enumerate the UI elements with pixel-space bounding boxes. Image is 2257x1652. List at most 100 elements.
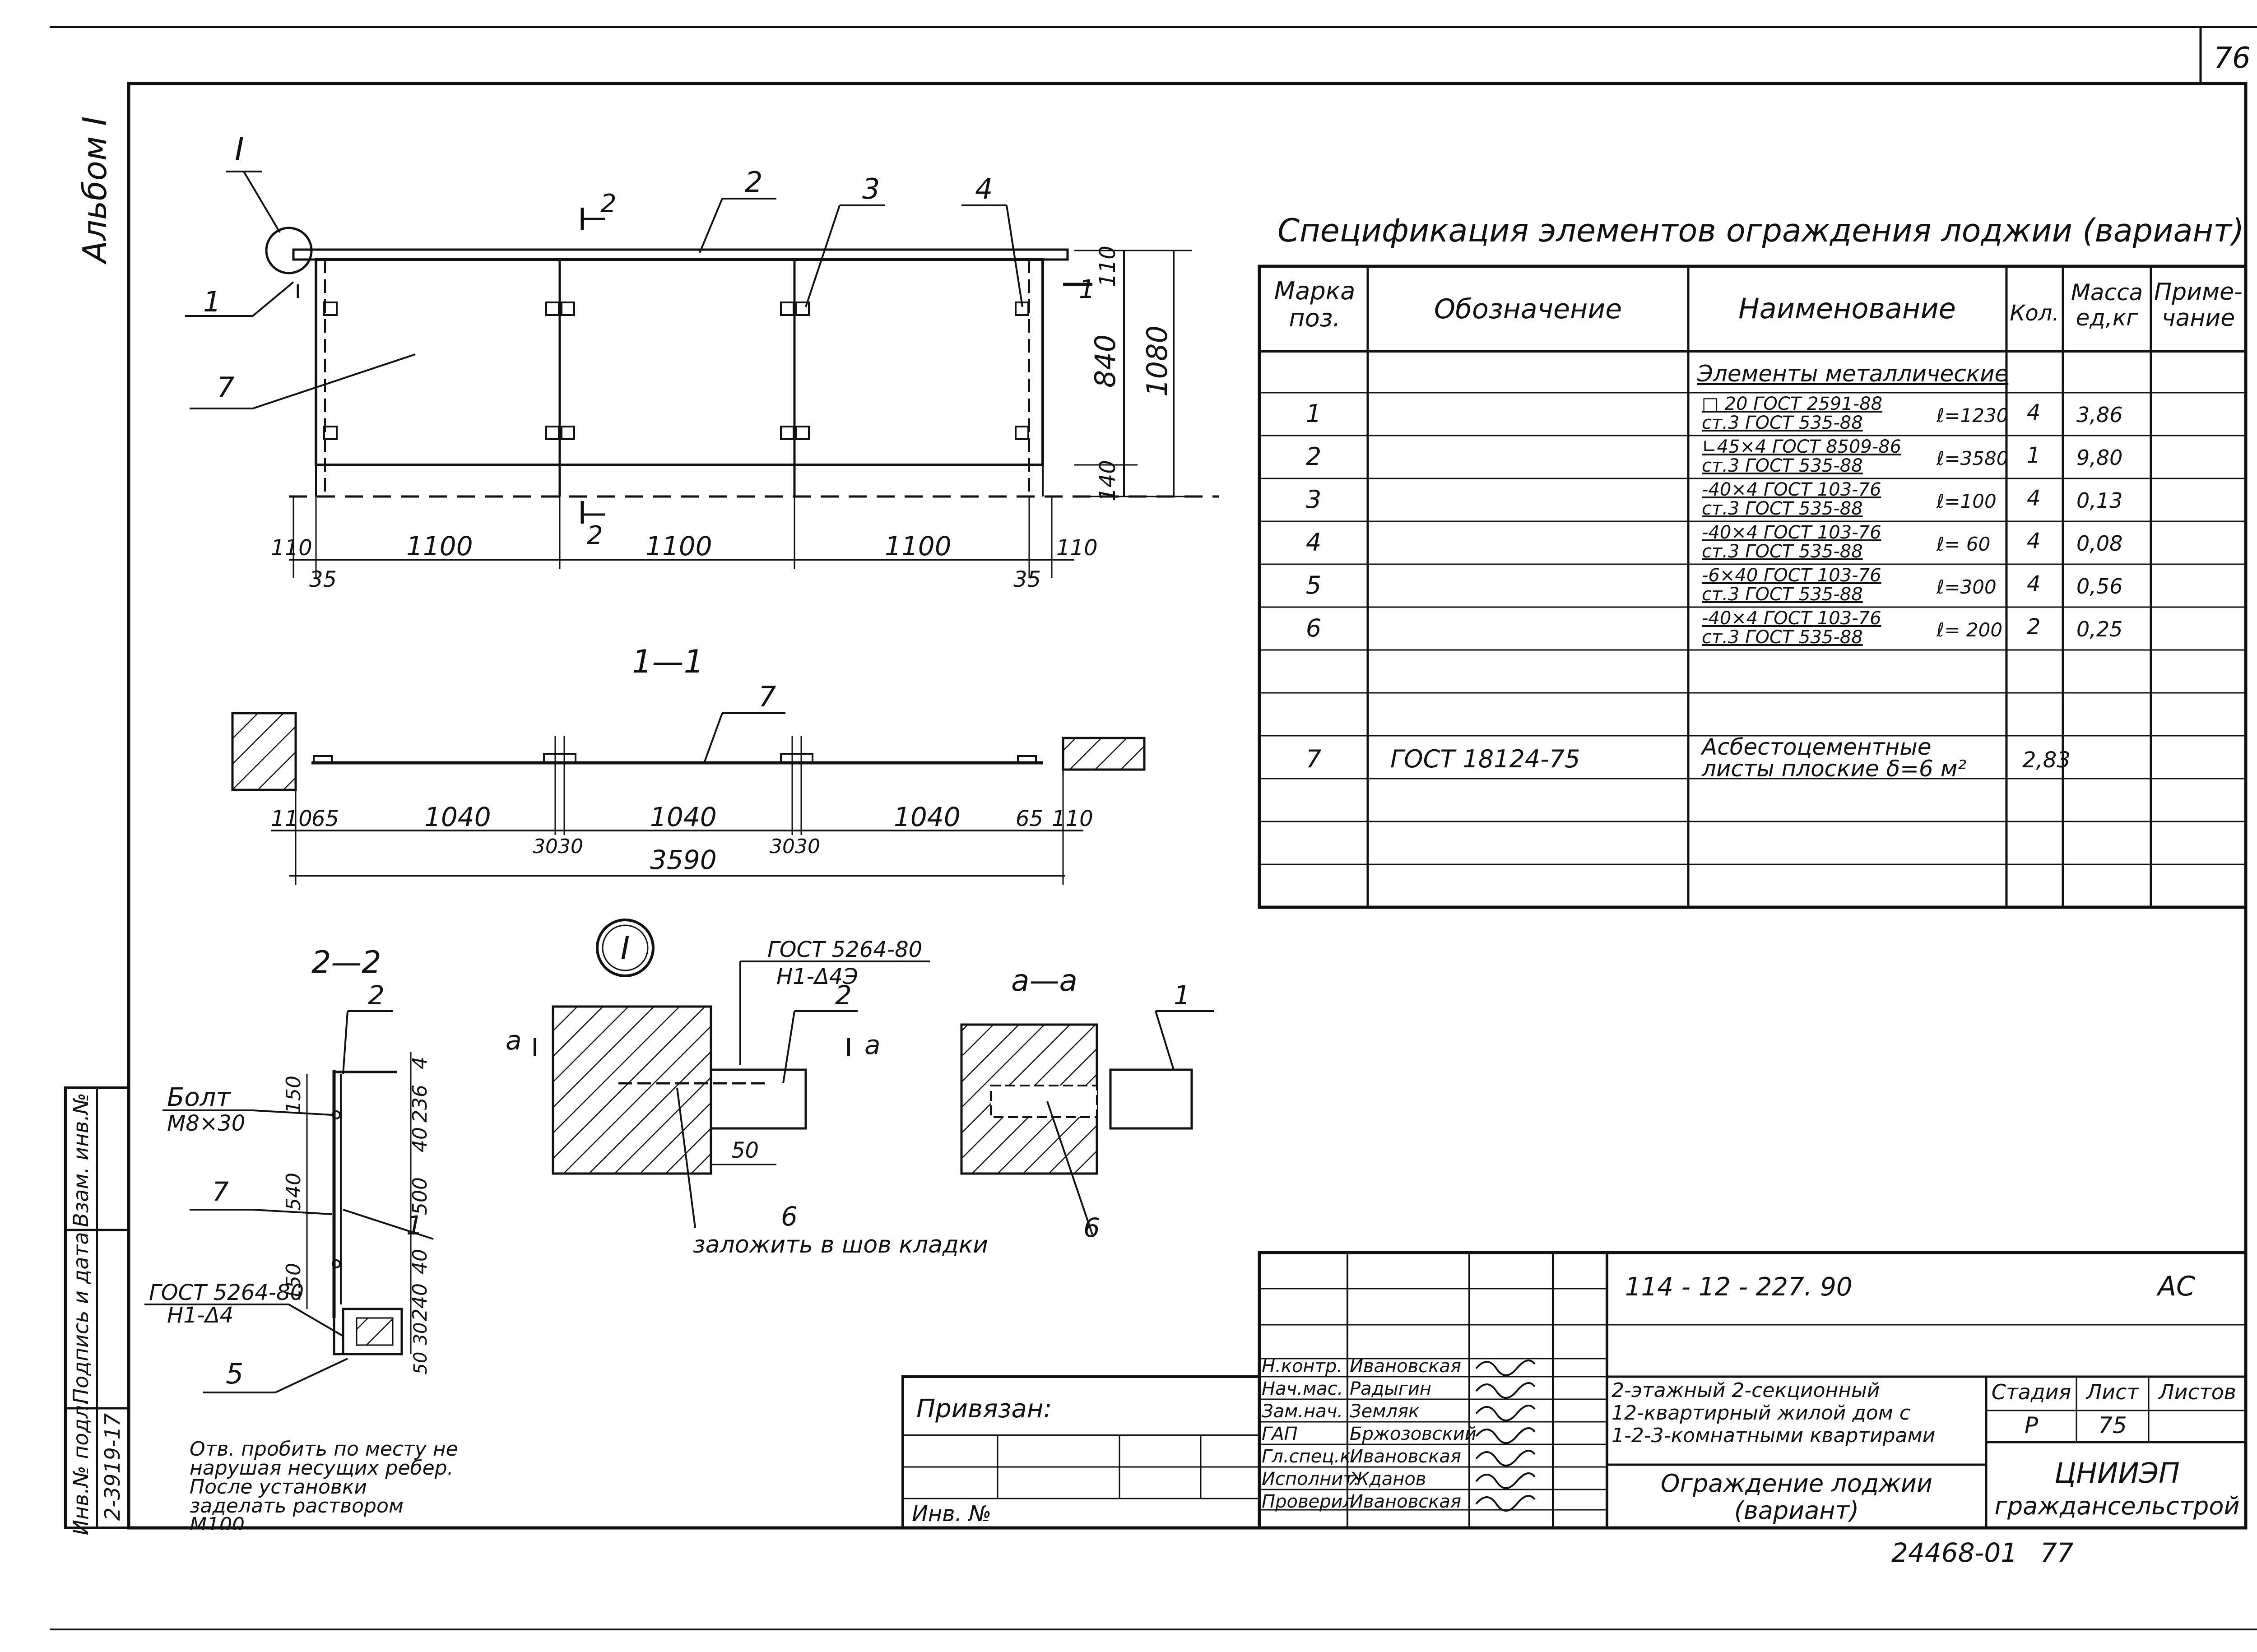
svg-text:граждансельстрой: граждансельстрой <box>1995 1492 2240 1520</box>
svg-text:ЦНИИЭП: ЦНИИЭП <box>2054 1457 2179 1490</box>
spec-title: Спецификация элементов ограждения лоджии… <box>1277 212 2244 249</box>
spec-row-mass: 9,80 <box>2076 445 2122 470</box>
spec-row-name2: ст.3 ГОСТ 535-88 <box>1702 627 1863 648</box>
spec-row-length: ℓ=100 <box>1936 490 1997 512</box>
spec-row-7: 7 ГОСТ 18124-75 Асбестоцементные листы п… <box>1306 734 2071 782</box>
leader-4-label: 4 <box>975 172 993 205</box>
section-2-2: 2—2 2 Болт М8×30 7 1 ГОСТ 5264-80 Н1-Δ4 … <box>144 945 458 1530</box>
svg-text:Н1-Δ4: Н1-Δ4 <box>167 1303 233 1328</box>
spec-row-mark: 4 <box>1306 528 1321 557</box>
role-name: Ивановская <box>1350 1491 1461 1512</box>
header-mark: Марка поз. <box>1274 277 1356 332</box>
svg-text:140: 140 <box>1095 460 1120 501</box>
bolt-label: Болт <box>167 1083 231 1112</box>
svg-text:листы плоские δ=6 м²: листы плоские δ=6 м² <box>1701 756 1966 782</box>
svg-text:50: 50 <box>731 1138 759 1163</box>
svg-text:Подпись и дата: Подпись и дата <box>69 1232 93 1404</box>
svg-text:2: 2 <box>368 980 385 1011</box>
role-title: ГАП <box>1262 1424 1298 1444</box>
spec-row-name2: ст.3 ГОСТ 535-88 <box>1702 498 1863 519</box>
album-label: Альбом I <box>76 116 114 265</box>
header-name: Наименование <box>1738 292 1956 325</box>
spec-row-length: ℓ=1230 <box>1936 404 2008 427</box>
svg-text:1040: 1040 <box>650 802 717 832</box>
spec-row-mass: 0,25 <box>2076 617 2122 641</box>
role-title: Н.контр. <box>1262 1356 1342 1377</box>
title-block: 114 - 12 - 227. 90 АС 2-этажный 2-секцио… <box>1258 1251 2248 1568</box>
svg-text:840: 840 <box>1089 334 1122 388</box>
svg-text:1040: 1040 <box>424 802 491 832</box>
svg-text:ГОСТ 5264-80: ГОСТ 5264-80 <box>767 937 922 962</box>
svg-text:а: а <box>506 1025 522 1056</box>
header-qty: Кол. <box>2010 301 2059 326</box>
svg-text:150: 150 <box>282 1263 305 1301</box>
spec-row-mass: 0,56 <box>2076 574 2122 599</box>
spec-row-length: ℓ=300 <box>1936 576 1997 598</box>
spec-row-name2: ст.3 ГОСТ 535-88 <box>1702 455 1863 476</box>
svg-text:Привязан:: Привязан: <box>916 1394 1052 1424</box>
svg-text:Асбестоцементные: Асбестоцементные <box>1700 734 1932 760</box>
svg-text:110: 110 <box>271 806 312 831</box>
role-title: Проверил <box>1262 1491 1354 1512</box>
svg-text:65: 65 <box>1016 806 1043 831</box>
svg-text:35: 35 <box>309 567 337 592</box>
role-name: Ивановская <box>1350 1446 1461 1467</box>
header-note: Приме- чание <box>2154 278 2243 332</box>
spec-row-mark: 6 <box>1306 614 1321 642</box>
svg-text:540: 540 <box>282 1173 305 1211</box>
svg-text:Лист: Лист <box>2085 1380 2140 1404</box>
svg-text:Инв. №: Инв. № <box>912 1501 991 1527</box>
svg-text:1-2-3-комнатными квартирами: 1-2-3-комнатными квартирами <box>1611 1424 1935 1447</box>
spec-row-qty: 4 <box>2027 400 2041 425</box>
svg-text:110: 110 <box>271 535 312 561</box>
svg-text:12-квартирный жилой дом с: 12-квартирный жилой дом с <box>1611 1401 1910 1425</box>
svg-text:3030: 3030 <box>770 835 820 858</box>
spec-row-mass: 0,08 <box>2076 531 2122 556</box>
svg-text:Н1-Δ4Э: Н1-Δ4Э <box>776 964 858 989</box>
section-2-mark-bottom: 2 <box>587 521 603 550</box>
spec-row-qty: 1 <box>2027 443 2041 468</box>
spec-row-mark: 3 <box>1306 485 1321 514</box>
role-name: Радыгин <box>1350 1378 1431 1399</box>
section-a-a: а—а 1 6 <box>960 963 1214 1243</box>
node-I: I ГОСТ 5264-80 Н1-Δ4Э 2 а а 50 6 заложит… <box>506 919 988 1258</box>
svg-text:30: 30 <box>410 1323 431 1346</box>
svg-text:Листов: Листов <box>2158 1380 2236 1404</box>
hole-note: Отв. пробить по месту не нарушая несущих… <box>190 1440 458 1530</box>
role-name: Бржозовский <box>1350 1424 1477 1444</box>
leader-7-section: 7 <box>758 680 776 713</box>
svg-text:240: 240 <box>409 1283 432 1321</box>
svg-text:35: 35 <box>1013 567 1041 592</box>
callout-I-label: I <box>235 131 244 168</box>
panel-outline <box>315 258 1044 466</box>
spec-row-name1: -40×4 ГОСТ 103-76 <box>1702 522 1881 543</box>
spec-row-length: ℓ= 60 <box>1936 533 1990 555</box>
role-name: Жданов <box>1348 1469 1426 1490</box>
spec-row-qty: 4 <box>2027 529 2041 554</box>
binding-table: Привязан: Инв. № <box>901 1375 1261 1529</box>
archive-number: 24468-01 <box>1891 1537 2017 1568</box>
spec-row-name2: ст.3 ГОСТ 535-88 <box>1702 413 1863 433</box>
node-I-note: заложить в шов кладки <box>693 1231 988 1258</box>
drawing-code: 114 - 12 - 227. 90 <box>1625 1272 1853 1302</box>
signature <box>1475 1427 1536 1444</box>
title-block-roles: Н.контр.ИвановскаяНач.мас.РадыгинЗам.нач… <box>1262 1356 1536 1512</box>
archive-sheet: 77 <box>2040 1537 2074 1568</box>
page-number: 76 <box>2214 42 2250 75</box>
svg-text:1080: 1080 <box>1141 325 1174 397</box>
svg-text:I: I <box>621 930 630 967</box>
drawing-mark: АС <box>2156 1271 2195 1302</box>
role-title: Зам.нач. <box>1262 1401 1343 1422</box>
spec-row-mark: 5 <box>1306 571 1321 599</box>
spec-row-name1: -40×4 ГОСТ 103-76 <box>1702 608 1881 629</box>
svg-text:110: 110 <box>1056 535 1098 561</box>
section-metal: Элементы металлические <box>1697 361 2008 387</box>
spec-row-mark: 2 <box>1306 442 1321 471</box>
elevation-view: I 2 2 1 <box>185 131 1219 592</box>
svg-text:1100: 1100 <box>646 531 712 561</box>
signature <box>1475 1405 1536 1421</box>
svg-text:2-3919-17: 2-3919-17 <box>100 1413 125 1521</box>
leader-2-label: 2 <box>745 166 762 199</box>
